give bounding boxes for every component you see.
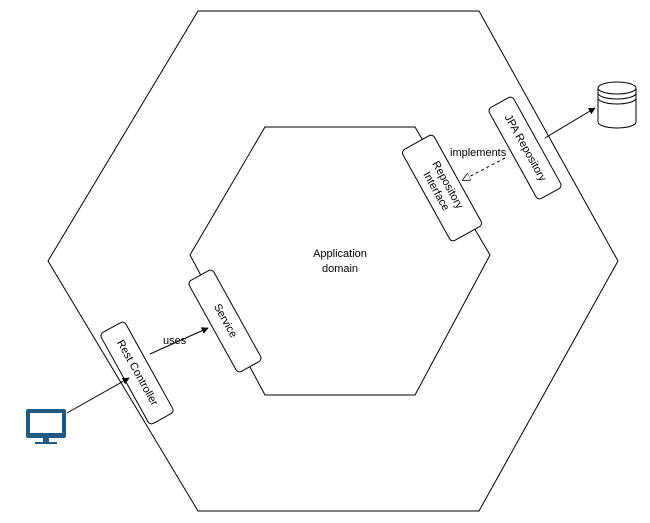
- implements-arrow: [463, 157, 506, 180]
- database-icon: [597, 81, 637, 129]
- inner-hexagon: [189, 126, 491, 396]
- monitor-icon: [26, 409, 66, 444]
- application-domain-label-line2: domain: [322, 263, 358, 275]
- uses-label: uses: [163, 335, 187, 347]
- outer-hexagon: [47, 10, 619, 512]
- uses-arrow: [149, 327, 209, 355]
- repository-to-database-arrow: [544, 107, 596, 139]
- client-to-controller-arrow: [66, 377, 130, 414]
- rest-controller-box[interactable]: Rest Controller: [100, 321, 175, 426]
- service-box[interactable]: Service: [188, 269, 263, 374]
- repository-interface-box[interactable]: Repository Interface: [401, 134, 483, 242]
- implements-label: implements: [450, 147, 507, 159]
- application-domain-label-line1: Application: [313, 248, 367, 260]
